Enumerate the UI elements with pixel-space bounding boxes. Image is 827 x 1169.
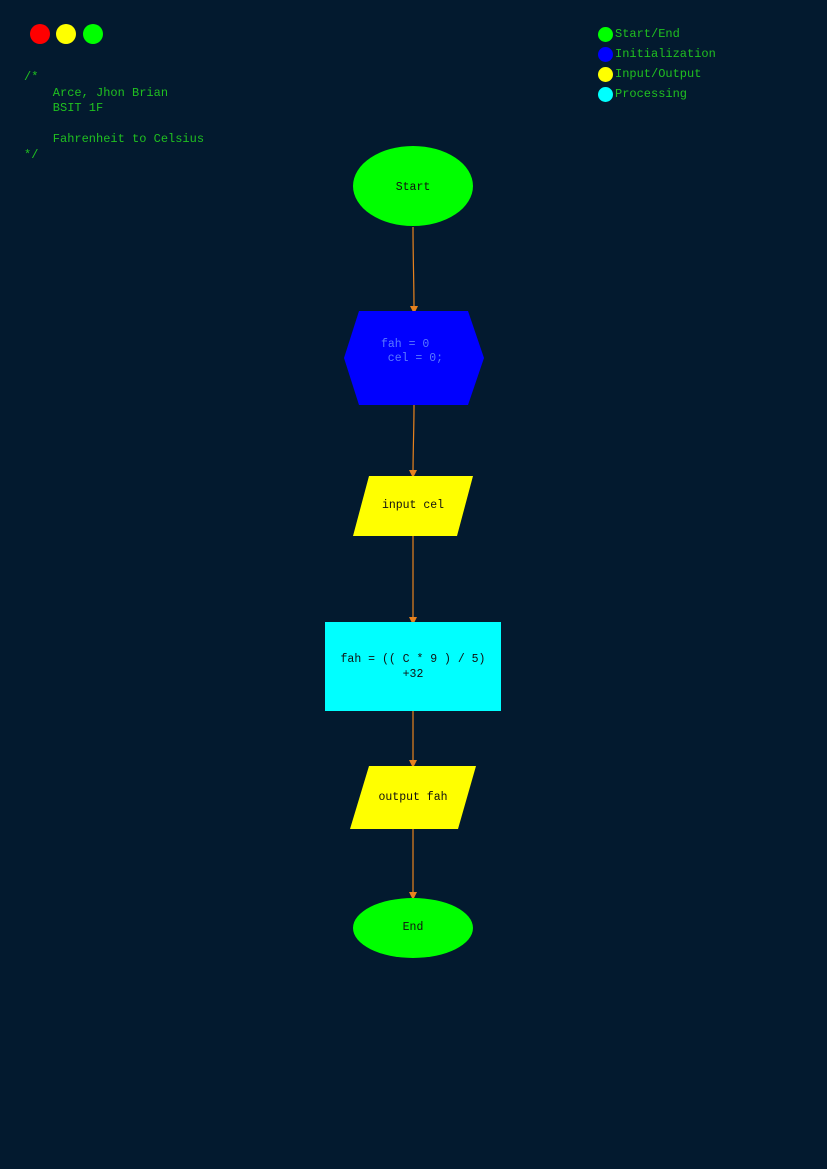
legend-label: Processing xyxy=(615,87,688,101)
legend: Start/End Initialization Input/Output Pr… xyxy=(598,24,716,104)
input-node[interactable]: input cel xyxy=(353,476,473,536)
end-label: End xyxy=(403,921,424,934)
legend-item-input-output: Input/Output xyxy=(598,64,716,84)
connector-start-init xyxy=(409,226,418,314)
legend-swatch xyxy=(598,86,613,102)
comment-line-author: Arce, Jhon Brian xyxy=(24,85,169,100)
output-parallelogram-shape xyxy=(350,766,476,829)
init-label-line-1: fah = 0 xyxy=(381,338,429,351)
end-terminal-shape xyxy=(353,898,473,958)
start-label: Start xyxy=(396,181,431,194)
maximize-dot[interactable] xyxy=(83,24,103,44)
connector-init-input xyxy=(409,404,418,478)
legend-swatch xyxy=(598,26,613,42)
legend-item-initialization: Initialization xyxy=(598,44,716,64)
end-node[interactable]: End xyxy=(353,898,473,958)
input-label: input cel xyxy=(382,499,444,512)
legend-label: Start/End xyxy=(615,27,680,41)
close-dot[interactable] xyxy=(30,24,50,44)
minimize-dot[interactable] xyxy=(56,24,76,44)
legend-label: Input/Output xyxy=(615,67,702,81)
process-node[interactable]: fah = (( C * 9 ) / 5) +32 xyxy=(325,622,501,711)
process-label-line-2: +32 xyxy=(403,668,424,681)
legend-item-start-end: Start/End xyxy=(598,24,716,44)
legend-swatch xyxy=(598,46,613,62)
comment-line-end: */ xyxy=(24,147,39,162)
output-node[interactable]: output fah xyxy=(350,766,476,829)
comment-line: /* xyxy=(24,70,39,84)
output-label: output fah xyxy=(378,791,447,804)
comment-line-section: BSIT 1F xyxy=(24,101,104,115)
process-label-line-1: fah = (( C * 9 ) / 5) xyxy=(341,653,486,666)
legend-label: Initialization xyxy=(615,47,716,61)
input-parallelogram-shape xyxy=(353,476,473,536)
start-terminal-shape xyxy=(353,146,473,226)
header-comment: /* Arce, Jhon Brian BSIT 1F Fahrenheit t… xyxy=(24,70,204,163)
legend-swatch xyxy=(598,66,613,82)
legend-item-processing: Processing xyxy=(598,84,716,104)
comment-line-title: Fahrenheit to Celsius xyxy=(24,132,205,146)
init-node[interactable]: fah = 0 cel = 0; xyxy=(344,311,484,405)
init-hexagon-shape xyxy=(344,311,484,405)
init-label-line-2: cel = 0; xyxy=(374,352,443,365)
process-rectangle-shape xyxy=(325,622,501,711)
start-node[interactable]: Start xyxy=(353,146,473,226)
